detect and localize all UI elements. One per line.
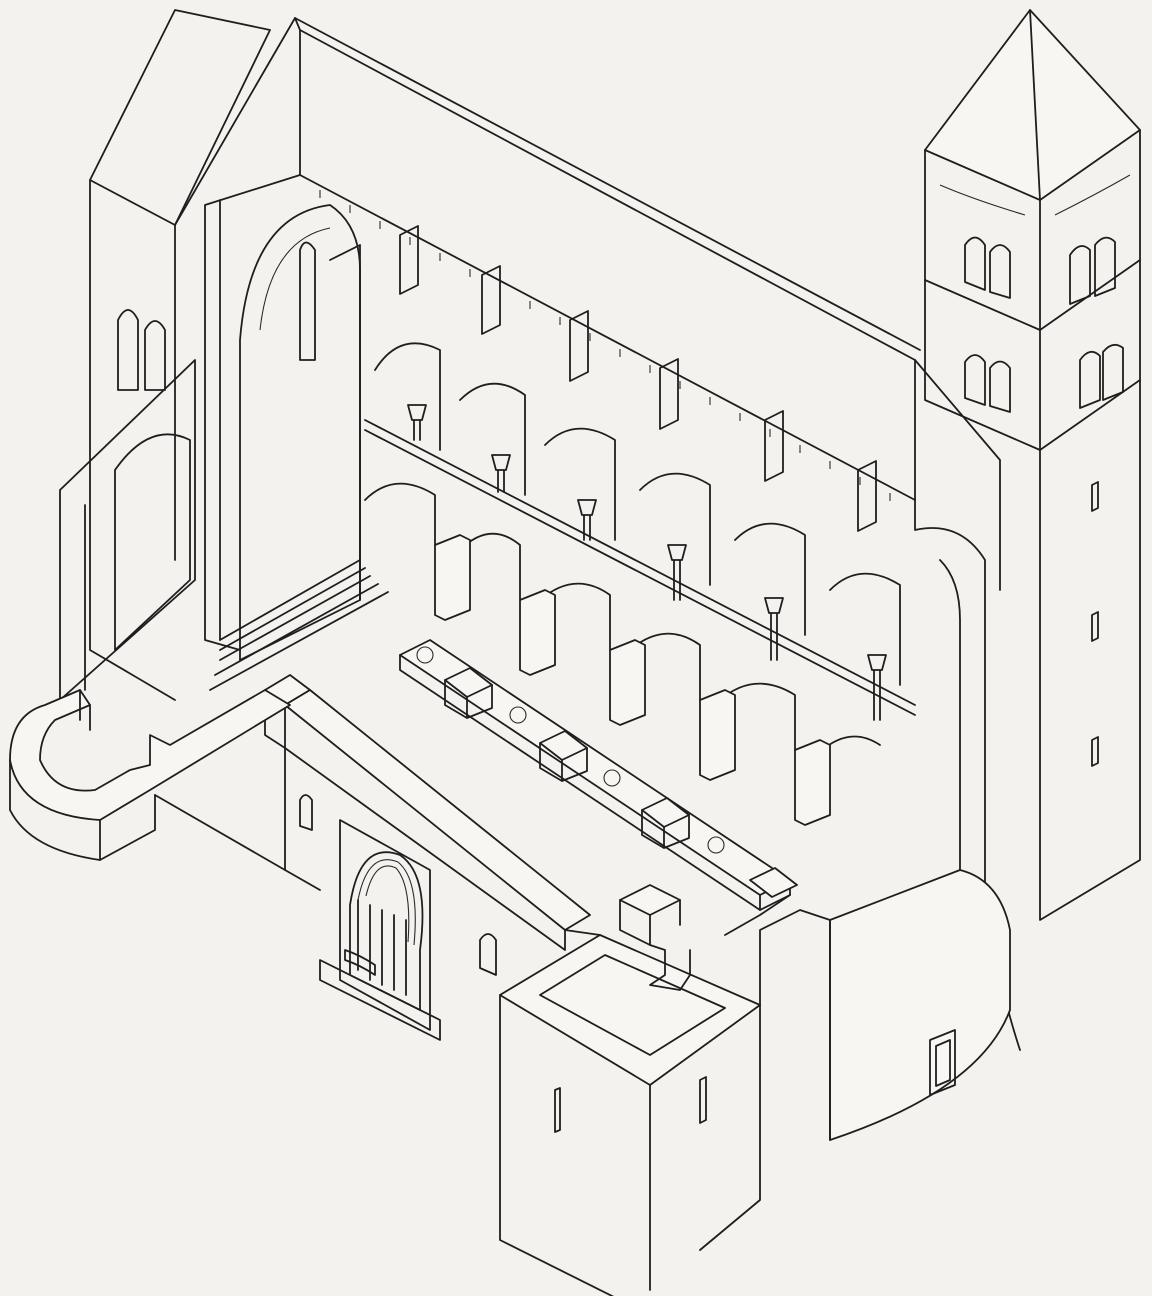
south-stylobate [399, 639, 798, 911]
nave-north-wall [294, 17, 921, 532]
south-outer-wall [264, 674, 591, 1041]
triforium-arcade [364, 342, 916, 721]
east-apse-wall [829, 499, 1021, 1141]
bell-tower [914, 9, 1141, 921]
southwest-apse-foundation [9, 689, 291, 871]
southeast-corner-tower [499, 884, 831, 1296]
west-steps [209, 559, 389, 691]
main-arcade [364, 482, 881, 826]
left-apse-block [59, 9, 271, 701]
